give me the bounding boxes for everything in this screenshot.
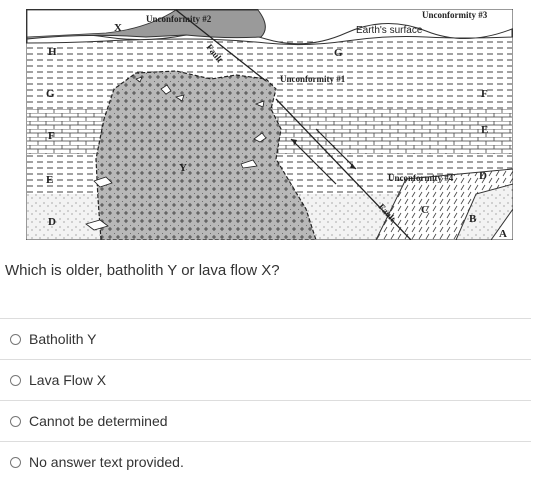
label-g-mid: G xyxy=(334,47,343,59)
answer-options: Batholith Y Lava Flow X Cannot be determ… xyxy=(0,318,531,482)
radio-circle-icon[interactable] xyxy=(10,333,21,345)
label-earths-surface: Earth's surface xyxy=(356,25,423,36)
geology-diagram: X Unconformity #2 Unconformity #3 Earth'… xyxy=(26,9,513,240)
label-f-left: F xyxy=(48,130,55,142)
option-label: Cannot be determined xyxy=(29,413,168,429)
label-y: Y xyxy=(179,162,187,174)
radio-circle-icon[interactable] xyxy=(10,374,21,386)
label-g-left: G xyxy=(46,88,55,100)
radio-circle-icon[interactable] xyxy=(10,456,21,468)
label-unconformity-3: Unconformity #3 xyxy=(422,10,488,20)
option-label: Lava Flow X xyxy=(29,372,107,388)
question-text: Which is older, batholith Y or lava flow… xyxy=(5,262,280,279)
label-c: C xyxy=(421,204,429,216)
label-d-left: D xyxy=(48,216,56,228)
label-unconformity-2: Unconformity #2 xyxy=(146,14,212,24)
option-cannot-be-determined[interactable]: Cannot be determined xyxy=(0,400,531,441)
option-label: Batholith Y xyxy=(29,331,97,347)
option-label: No answer text provided. xyxy=(29,454,184,470)
label-e-left: E xyxy=(46,174,53,186)
cross-section-svg: X Unconformity #2 Unconformity #3 Earth'… xyxy=(26,9,513,240)
option-lava-flow-x[interactable]: Lava Flow X xyxy=(0,359,531,400)
label-a: A xyxy=(499,228,507,240)
label-unconformity-1: Unconformity #1 xyxy=(280,74,346,84)
option-batholith-y[interactable]: Batholith Y xyxy=(0,318,531,359)
xenoliths xyxy=(85,76,267,231)
label-h: H xyxy=(48,46,57,58)
label-d-right: D xyxy=(479,170,487,182)
batholith-y xyxy=(95,70,317,240)
label-x: X xyxy=(114,22,122,34)
option-no-answer-text[interactable]: No answer text provided. xyxy=(0,441,531,482)
label-unconformity-4: Unconformity #4 xyxy=(388,173,454,183)
label-e-right: E xyxy=(481,124,488,136)
label-b: B xyxy=(469,213,477,225)
radio-circle-icon[interactable] xyxy=(10,415,21,427)
label-f-right: F xyxy=(481,88,488,100)
